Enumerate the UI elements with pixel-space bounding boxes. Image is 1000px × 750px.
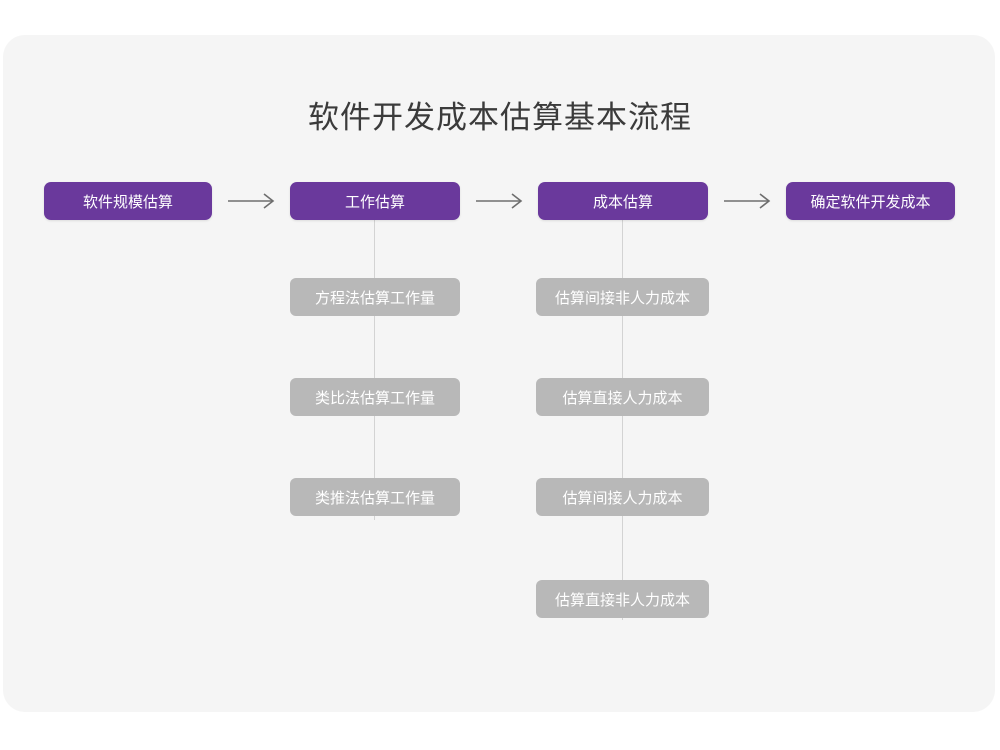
page-title: 软件开发成本估算基本流程 <box>308 100 692 135</box>
connector-line-column-2 <box>374 220 375 520</box>
sub-step-3-4[interactable]: 估算直接非人力成本 <box>536 580 709 618</box>
diagram-card <box>3 35 995 712</box>
right-arrow-icon-3 <box>724 191 774 211</box>
main-step-2[interactable]: 工作估算 <box>290 182 460 220</box>
connector-line-column-3 <box>622 220 623 620</box>
sub-step-2-3[interactable]: 类推法估算工作量 <box>290 478 460 516</box>
main-step-4[interactable]: 确定软件开发成本 <box>786 182 955 220</box>
sub-step-2-1[interactable]: 方程法估算工作量 <box>290 278 460 316</box>
main-step-1[interactable]: 软件规模估算 <box>44 182 212 220</box>
sub-step-3-3[interactable]: 估算间接人力成本 <box>536 478 709 516</box>
sub-step-3-2[interactable]: 估算直接人力成本 <box>536 378 709 416</box>
right-arrow-icon-1 <box>228 191 278 211</box>
sub-step-2-2[interactable]: 类比法估算工作量 <box>290 378 460 416</box>
right-arrow-icon-2 <box>476 191 526 211</box>
sub-step-3-1[interactable]: 估算间接非人力成本 <box>536 278 709 316</box>
main-step-3[interactable]: 成本估算 <box>538 182 708 220</box>
